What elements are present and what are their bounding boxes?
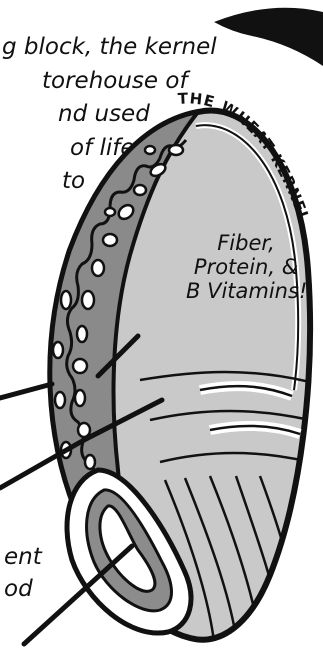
corner-swoosh [214,8,323,66]
endosperm-label: Fiber, Protein, & B Vitamins! [186,231,306,303]
endosperm-label-line-3: B Vitamins! [186,279,306,303]
endosperm-label-line-2: Protein, & [186,255,306,279]
endosperm-label-line-1: Fiber, [186,231,306,255]
